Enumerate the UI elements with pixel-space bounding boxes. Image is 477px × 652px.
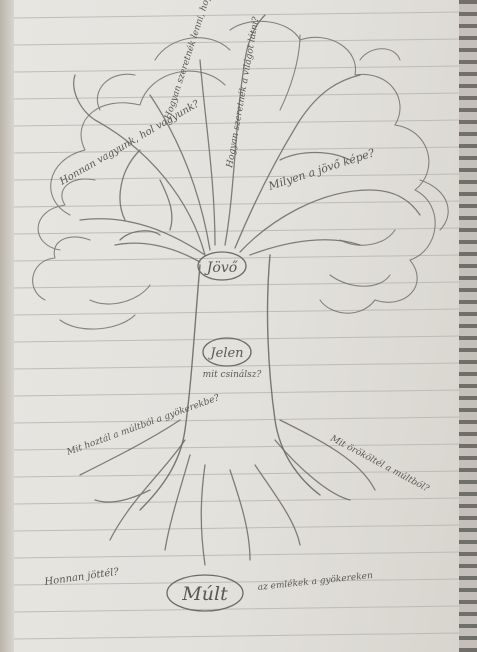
label-left-lower: Honnan vagyunk, hol vagyunk? [57,98,202,188]
label-past: Múlt [181,583,228,605]
notebook-spiral [459,0,477,652]
label-present: Jelen [207,346,243,361]
label-right-bottom: Mit örököltél a múltból? [328,432,431,494]
label-ground-right: az emlékek a gyökereken [257,570,373,593]
label-right-upper: Hogyan szeretnék a világot látni? [224,16,262,170]
label-ground-left: Honnan jöttél? [43,567,120,589]
label-future: Jövő [204,260,239,276]
label-present-question: mit csinálsz? [203,369,262,380]
label-circles [167,252,251,611]
